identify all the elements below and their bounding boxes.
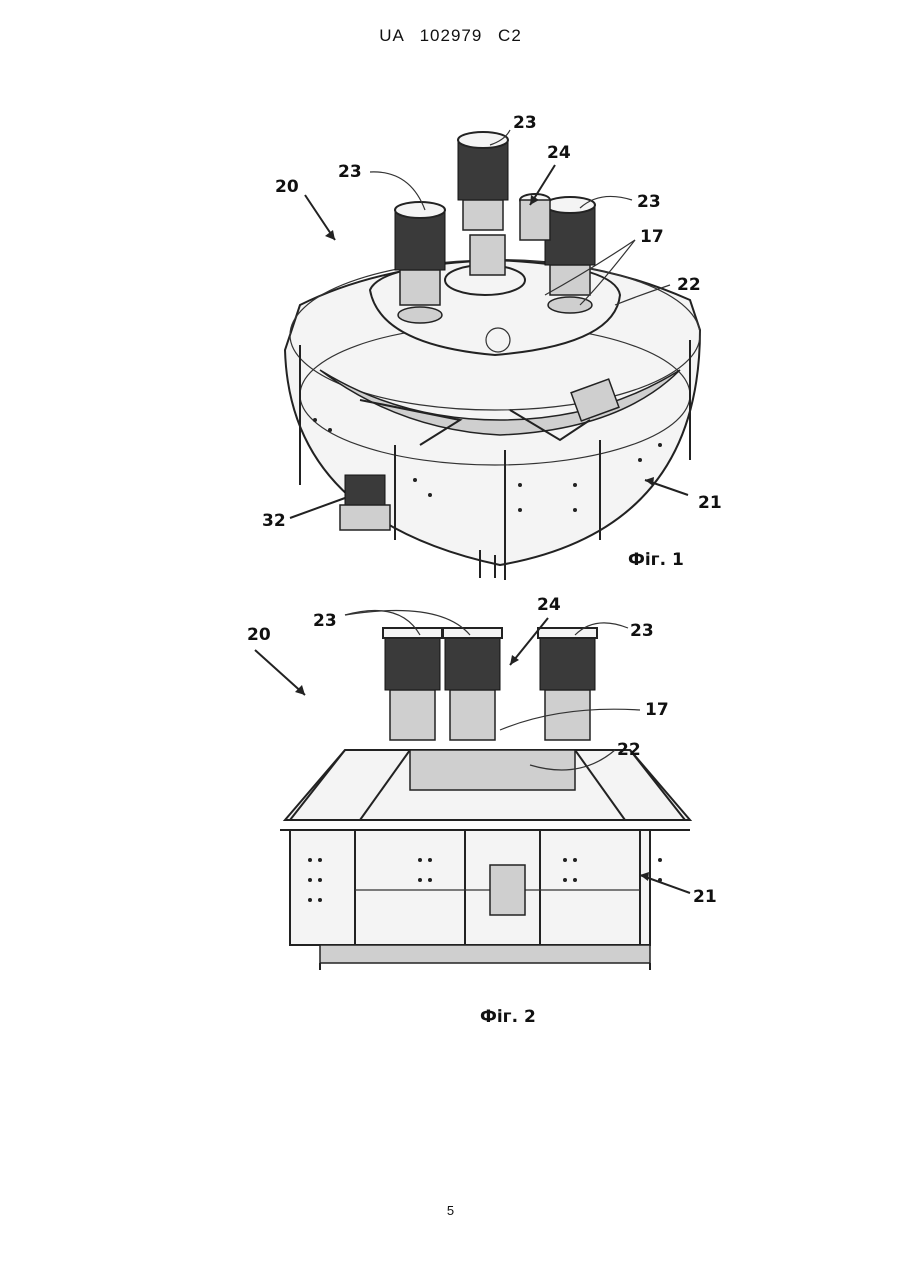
motor-center	[458, 132, 508, 230]
fig2-label-20: 20	[247, 625, 271, 645]
fig1-label-22: 22	[677, 275, 701, 295]
discharge-gate	[490, 865, 525, 915]
fig1-label-21: 21	[698, 493, 722, 513]
fig2-label-22: 22	[617, 740, 641, 760]
motor-left	[395, 202, 445, 323]
fig1-label-17: 17	[640, 227, 664, 247]
fig2-caption: Фіг. 2	[480, 1007, 536, 1027]
base-frame	[320, 945, 650, 963]
fig2-label-23-right: 23	[630, 621, 654, 641]
motor-right	[545, 197, 595, 313]
fig1-label-23-right: 23	[637, 192, 661, 212]
fig2-label-21: 21	[693, 887, 717, 907]
figure-1-drawing: 20 23 23 23 24 17 22 21 32 Фіг. 1	[0, 100, 901, 580]
fig1-label-32: 32	[262, 511, 286, 531]
fig1-caption: Фіг. 1	[628, 550, 684, 570]
motor-left-side	[383, 628, 442, 740]
fig2-label-23-left: 23	[313, 611, 337, 631]
motor-right-side	[538, 628, 597, 740]
drum-body	[290, 830, 650, 945]
fig1-label-23-center: 23	[513, 113, 537, 133]
fig1-label-20: 20	[275, 177, 299, 197]
page-number: 5	[0, 1203, 901, 1218]
fig2-label-24: 24	[537, 595, 561, 615]
motor-center-side	[443, 628, 502, 740]
fig1-label-24: 24	[547, 143, 571, 163]
figure-2-drawing: 20 23 23 24 17 22 21 Фіг. 2	[0, 590, 901, 1030]
fig1-label-23-left: 23	[338, 162, 362, 182]
discharge-drive	[340, 475, 390, 530]
fig2-label-17: 17	[645, 700, 669, 720]
document-header: UA 102979 C2	[0, 26, 901, 46]
